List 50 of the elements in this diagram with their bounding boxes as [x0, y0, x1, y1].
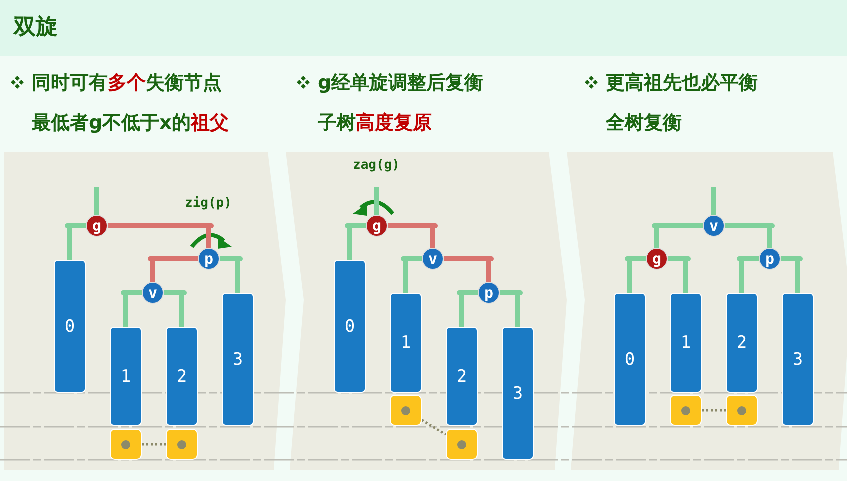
bullet-text: 更高祖先也必平衡	[606, 71, 758, 96]
tree-link	[401, 256, 422, 293]
dotted-link	[421, 419, 447, 436]
subtree-bar: 1	[390, 293, 422, 393]
bullet-text: 同时可有多个失衡节点	[32, 71, 222, 96]
height-increment-block	[166, 429, 198, 460]
subtree-bar: 1	[670, 293, 702, 393]
bullet-text: g经单旋调整后复衡	[318, 71, 484, 96]
tree-link	[108, 224, 214, 248]
rotation-label: zag(g)	[353, 158, 400, 173]
rotation-label: zig(p)	[185, 196, 232, 211]
subtree-bar: 2	[446, 327, 478, 426]
tree-link	[444, 256, 494, 282]
subtree-bar: 0	[614, 293, 646, 426]
tree-link	[374, 187, 380, 215]
subtree-bar: 3	[222, 293, 254, 426]
subtree-bar: 2	[726, 293, 758, 393]
tree-link	[725, 224, 775, 248]
height-increment-block	[446, 429, 478, 460]
subtree-bar: 0	[334, 260, 366, 393]
tree-link	[220, 256, 243, 293]
bullet-text: 全树复衡	[606, 111, 682, 136]
tree-link	[712, 187, 716, 215]
tree-link	[737, 256, 759, 293]
tree-link	[121, 290, 142, 327]
tree-link	[668, 256, 691, 293]
tree-link	[94, 187, 100, 215]
height-increment-block	[110, 429, 142, 460]
dotted-link	[702, 409, 726, 412]
tree-link	[625, 256, 646, 293]
bullet-text: 最低者g不低于x的祖父	[32, 111, 229, 136]
tree-link	[164, 290, 187, 327]
tree-link	[781, 256, 803, 293]
slide-title: 双旋	[14, 14, 58, 42]
tree-link	[148, 256, 198, 282]
tree-link	[652, 224, 703, 248]
subtree-bar: 3	[782, 293, 814, 426]
bullet-text: 子树高度复原	[318, 111, 432, 136]
subtree-bar: 0	[54, 260, 86, 393]
tree-link	[388, 224, 438, 248]
subtree-bar: 3	[502, 327, 534, 460]
subtree-bar: 1	[110, 327, 142, 426]
height-increment-block	[726, 395, 758, 426]
tree-link	[500, 290, 523, 327]
subtree-bar: 2	[166, 327, 198, 426]
tree-link	[457, 290, 478, 327]
height-increment-block	[670, 395, 702, 426]
dotted-link	[142, 443, 166, 446]
height-increment-block	[390, 395, 422, 426]
tree-link	[345, 224, 366, 260]
